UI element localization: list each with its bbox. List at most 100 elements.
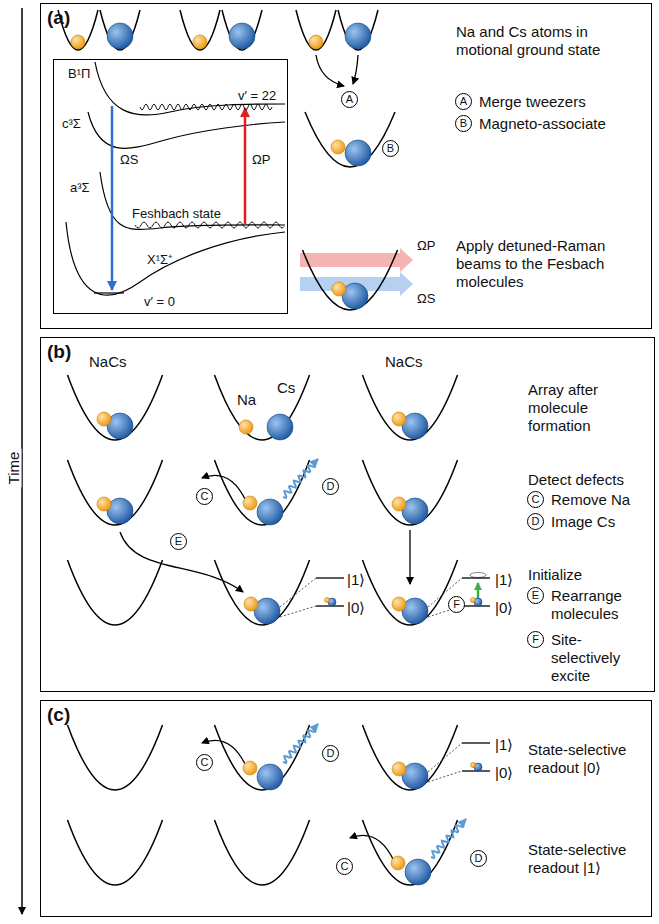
pump-beam (300, 253, 400, 267)
level-bracket (280, 578, 316, 617)
state-label: v′ = 22 (238, 88, 276, 104)
na-atom (471, 598, 476, 603)
step-text: |1⟩ (347, 571, 365, 589)
pump-beam-head (400, 248, 413, 272)
energy-level (316, 577, 344, 578)
cs-atom (257, 764, 283, 790)
merge-arrow (353, 55, 358, 84)
vibrational-levels (140, 104, 272, 110)
na-atom (392, 597, 406, 611)
state-label: a³Σ (70, 180, 90, 196)
step-text: Apply detuned-Raman beams to the Fesbach… (456, 237, 646, 291)
tweezer-well (296, 10, 336, 50)
step-text: Initialize (528, 566, 582, 584)
na-atom (332, 282, 346, 296)
tweezer-well (363, 820, 458, 885)
callout-letter: C (527, 491, 544, 508)
state-label: v′ = 0 (144, 294, 175, 310)
tweezer-well (363, 725, 458, 790)
na-atom (193, 35, 207, 49)
potential-curves (66, 62, 285, 295)
cs-atom (229, 23, 255, 49)
step-text: |0⟩ (495, 599, 513, 617)
callout-letter: F (527, 631, 544, 648)
tweezer-well (215, 820, 310, 885)
tweezer-well (303, 250, 398, 310)
panel-heading: (b) (47, 341, 71, 364)
tweezer-well (363, 460, 458, 525)
callout-letter: B (382, 140, 399, 157)
cs-atom (345, 23, 371, 49)
stokes-beam-head (400, 272, 413, 296)
imaging-light (283, 724, 318, 763)
step-text: Image Cs (551, 513, 615, 531)
na-atom (71, 35, 85, 49)
state-label: ΩS (120, 152, 138, 168)
state-label: B¹Π (68, 66, 90, 82)
tweezer-well (68, 460, 163, 525)
step-text: |0⟩ (347, 599, 365, 617)
b-state-curve (95, 62, 285, 115)
panel-heading: (a) (47, 7, 70, 30)
step-text: Magneto-associate (479, 115, 606, 133)
callout-letter: D (527, 513, 544, 530)
callout-letter: D (322, 478, 339, 495)
halo (470, 573, 486, 578)
step-text: Site-selectively excite (551, 631, 651, 685)
merge-arrow (316, 55, 344, 86)
feshbach-wavefunction (135, 222, 284, 228)
cs-atom (107, 23, 133, 49)
callout-letter: F (448, 596, 465, 613)
step-text: Merge tweezers (479, 93, 586, 111)
step-text: Na and Cs atoms in motional ground state (456, 23, 646, 59)
pump-arrow (244, 108, 247, 224)
tweezer-well (215, 375, 310, 440)
tweezer-well (180, 10, 220, 50)
callout-letter: E (527, 587, 544, 604)
cs-atom (345, 140, 371, 166)
step-text: Array after molecule formation (528, 381, 648, 435)
callout-letter: E (170, 533, 187, 550)
step-panel: (a) Na and Cs atoms in motional ground st… (40, 3, 652, 329)
tweezer-well (363, 560, 458, 625)
tweezer-well (363, 375, 458, 440)
panel-heading: (c) (47, 704, 70, 727)
na-atom (309, 35, 323, 49)
tweezer-well (68, 725, 163, 790)
state-label: ΩP (252, 152, 270, 168)
na-atom (471, 763, 476, 768)
energy-level (462, 577, 490, 578)
na-atom (392, 497, 406, 511)
na-atom (239, 420, 253, 434)
na-atom (243, 761, 257, 775)
tweezer-well (305, 112, 395, 167)
step-text: Detect defects (528, 471, 624, 489)
callout-letter: A (455, 93, 472, 110)
na-atom (392, 412, 406, 426)
level-bracket (428, 743, 462, 782)
removal-arrow (350, 835, 394, 861)
state-label: ΩP (417, 238, 435, 254)
step-text: |0⟩ (495, 764, 513, 782)
tweezer-well (222, 10, 262, 50)
stokes-arrow (111, 106, 114, 290)
callout-letter: B (455, 115, 472, 132)
na-atom (244, 597, 258, 611)
imaging-light (283, 459, 318, 498)
na-atom (325, 598, 330, 603)
callout-letter: D (322, 745, 339, 762)
state-label: X¹Σ⁺ (147, 252, 172, 268)
energy-inset: B¹Πc³Σv′ = 22ΩSΩPFeshbach statea³ΣX¹Σ⁺v′… (53, 59, 288, 314)
step-text: |1⟩ (495, 571, 513, 589)
callout-letter: A (341, 91, 358, 108)
na-atom (331, 140, 345, 154)
step-text: Na (237, 391, 256, 409)
x-state-curve (66, 222, 285, 295)
ground-level (94, 292, 124, 293)
callout-letter: C (196, 488, 213, 505)
imaging-light (431, 819, 466, 858)
cs-atom (405, 859, 431, 885)
tweezer-well (68, 820, 163, 885)
na-atom (392, 762, 406, 776)
